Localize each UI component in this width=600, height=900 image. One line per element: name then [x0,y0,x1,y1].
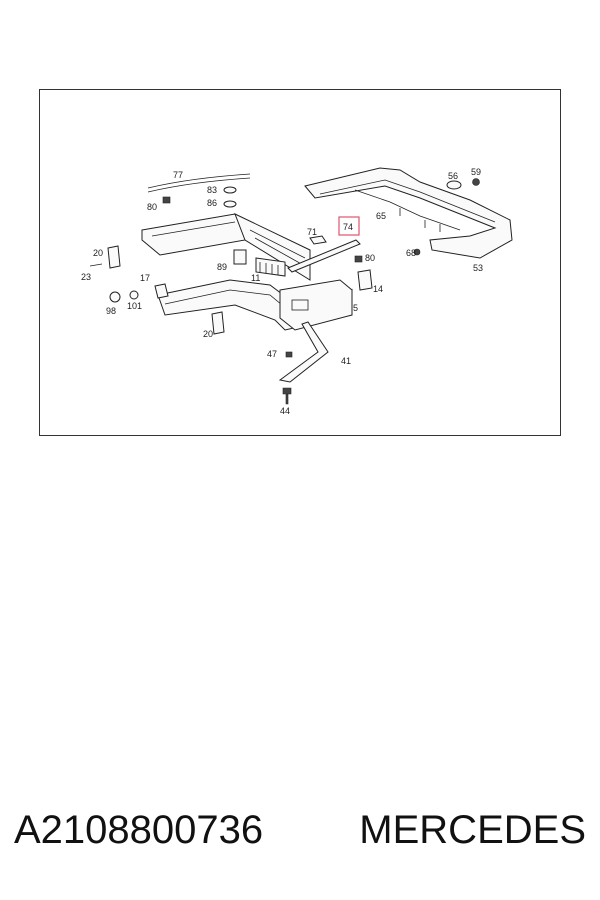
parts-diagram: 77 83 86 80 56 59 65 71 74 80 68 53 20 2… [39,89,561,436]
callout-47: 47 [267,349,277,359]
callout-74-highlight-box [338,216,360,236]
brand-name: MERCEDES [359,807,586,852]
callout-83: 83 [207,185,217,195]
callout-101: 101 [127,301,142,311]
callout-80: 80 [147,202,157,212]
callout-14: 14 [373,284,383,294]
part-86 [223,200,237,208]
bumper-inner-panel [234,213,311,281]
callout-53: 53 [473,263,483,273]
callout-44: 44 [280,406,290,416]
callout-65: 65 [376,211,386,221]
part-65-wiring-harness [354,189,461,232]
callout-23: 23 [81,272,91,282]
part-71-clip [309,235,327,245]
callout-11: 11 [251,273,260,283]
part-23-screw [89,263,103,267]
part-80-nut [162,196,171,204]
callout-77: 77 [173,170,183,180]
caption-bar: A2108800736 MERCEDES [0,800,600,860]
part-74-strip [287,239,361,273]
callout-56: 56 [448,171,458,181]
callout-89: 89 [217,262,227,272]
part-14-bracket [357,269,373,291]
part-20-bracket-top [107,245,121,269]
part-56 [446,180,462,190]
exploded-view-drawing: 77 83 86 80 56 59 65 71 74 80 68 53 20 2… [81,167,513,416]
part-101 [129,290,139,300]
callout-20: 20 [93,248,103,258]
callout-59: 59 [471,167,481,177]
part-83 [223,186,237,194]
part-17-clip [154,283,169,299]
callout-68: 68 [406,248,416,258]
part-77-strip-edge [147,177,251,193]
part-number: A2108800736 [14,807,264,852]
part-20-bracket-bottom [211,311,225,335]
part-59 [472,178,480,186]
part-77-strip [147,173,251,189]
bumper-left-upper [141,213,246,256]
part-44-bolt [282,387,292,405]
part-5-housing [279,279,353,331]
callout-41: 41 [341,356,351,366]
callout-20-2: 20 [203,329,213,339]
callout-98: 98 [106,306,116,316]
part-98 [109,291,121,303]
callout-71: 71 [307,227,317,237]
part-89-bracket [233,249,247,265]
part-47-clip [285,351,293,358]
part-41-trim [278,321,329,383]
callout-17: 17 [140,273,150,283]
callout-80-2: 80 [365,253,375,263]
part-68-clip [413,248,421,256]
callout-5: 5 [353,303,358,313]
callout-74: 74 [343,222,353,232]
part-53-bumper-cover [304,167,513,259]
callout-86: 86 [207,198,217,208]
part-80-nut-2 [354,255,363,263]
